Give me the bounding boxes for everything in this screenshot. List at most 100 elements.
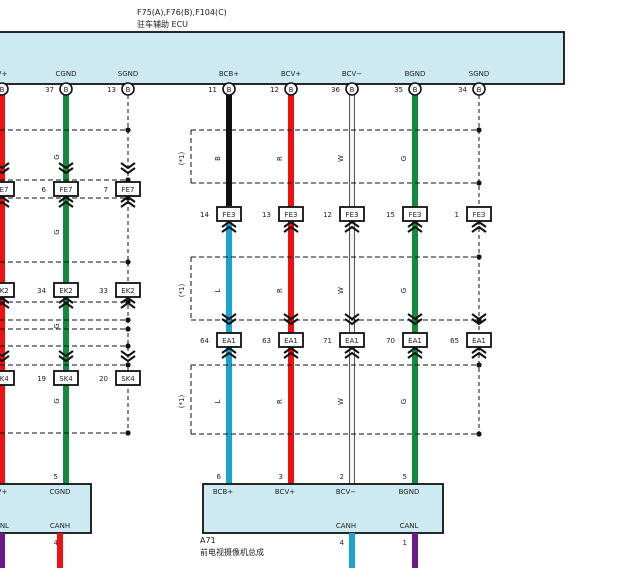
connector-ea1 [339, 332, 365, 348]
chevron-mark [120, 296, 136, 304]
chevron-mark [221, 351, 237, 359]
wire-color-letter: G [53, 154, 61, 159]
connector-ek2 [115, 282, 141, 298]
chevron-mark [471, 225, 487, 233]
camera-pin-label: BCV+ [275, 488, 295, 496]
wire-color-letter: G [53, 398, 61, 403]
junction-dot [125, 362, 131, 368]
junction-dot [125, 317, 131, 323]
chevron-mark [471, 313, 487, 321]
connector-code: EA1 [222, 337, 236, 345]
wire-color-letter: G [400, 156, 408, 161]
ecu-code-label: F75(A),F76(B),F104(C) [137, 8, 227, 17]
chevron-mark [471, 318, 487, 326]
chevron-mark [471, 346, 487, 354]
wire-color-letter: G [400, 288, 408, 293]
connector-code: FE3 [409, 211, 422, 219]
pin-circle [345, 82, 359, 96]
camera-pin-label: CANL [400, 522, 419, 530]
connector-code: FE3 [473, 211, 486, 219]
chevron-up-icon [120, 195, 136, 208]
chevron-up-icon [120, 296, 136, 309]
ecu-pin-label: BCB+ [219, 70, 239, 78]
camera-pin-label: BCV− [336, 488, 356, 496]
junction-dot [125, 127, 131, 133]
ecu-pin-label: SGND [469, 70, 490, 78]
pin-connector-letter: B [64, 86, 69, 94]
connector-pin-number: 71 [323, 337, 332, 345]
connector-fe7 [53, 181, 79, 197]
chevron-up-icon [283, 346, 299, 359]
chevron-up-icon [58, 195, 74, 208]
pin-connector-letter: B [227, 86, 232, 94]
ecu-pin-number: 35 [394, 86, 403, 94]
chevron-down-icon [58, 162, 74, 175]
pin-circle [284, 82, 298, 96]
ecu-pin-number: 36 [331, 86, 340, 94]
connector-fe3 [278, 206, 304, 222]
connector-ea1 [278, 332, 304, 348]
box-pin-label: CANH [50, 522, 70, 530]
wire-color-letter: G [53, 323, 61, 328]
chevron-mark [283, 313, 299, 321]
chevron-mark [0, 350, 10, 358]
chevron-up-icon [0, 296, 10, 309]
junction-dot [125, 430, 131, 436]
chevron-mark [120, 195, 136, 203]
connector-ek2 [0, 282, 15, 298]
chevron-mark [221, 225, 237, 233]
chevron-mark [471, 220, 487, 228]
chevron-mark [283, 318, 299, 326]
connector-sk4 [115, 370, 141, 386]
chevron-mark [221, 313, 237, 321]
connector-ek2 [53, 282, 79, 298]
connector-fe7 [115, 181, 141, 197]
ecu-pin-label: V+ [0, 70, 7, 78]
connector-code: FE3 [223, 211, 236, 219]
chevron-mark [407, 351, 423, 359]
connector-pin-number: 7 [104, 186, 108, 194]
chevron-up-icon [58, 296, 74, 309]
chevron-mark [120, 167, 136, 175]
connector-code: SK4 [59, 375, 73, 383]
chevron-mark [0, 355, 10, 363]
connector-fe3 [339, 206, 365, 222]
ecu-pin-number: 11 [208, 86, 217, 94]
chevron-mark [407, 346, 423, 354]
connector-ea1 [466, 332, 492, 348]
chevron-down-icon [283, 313, 299, 326]
chevron-up-icon [471, 346, 487, 359]
connector-ea1 [216, 332, 242, 348]
chevron-mark [120, 200, 136, 208]
connector-fe3 [466, 206, 492, 222]
chevron-up-icon [344, 220, 360, 233]
chevron-mark [120, 162, 136, 170]
chevron-mark [58, 355, 74, 363]
chevron-mark [58, 296, 74, 304]
chevron-up-icon [407, 346, 423, 359]
wire-color-letter: G [53, 229, 61, 234]
chevron-mark [407, 313, 423, 321]
pin-circle [0, 82, 9, 96]
chevron-mark [0, 162, 10, 170]
junction-dot [476, 431, 482, 437]
connector-pin-number: 65 [450, 337, 459, 345]
chevron-mark [58, 350, 74, 358]
pin-connector-letter: B [350, 86, 355, 94]
chevron-mark [344, 318, 360, 326]
chevron-mark [344, 351, 360, 359]
wire-color-letter: B [214, 156, 222, 161]
wire-color-letter: R [276, 399, 284, 404]
wire-color-letter: (*1) [178, 284, 186, 298]
wire-color-letter: W [337, 398, 345, 405]
chevron-mark [120, 350, 136, 358]
chevron-mark [0, 301, 10, 309]
camera-pin-label: CANH [336, 522, 356, 530]
connector-pin-number: 33 [99, 287, 108, 295]
connector-pin-number: 1 [455, 211, 459, 219]
connector-pin-number: 20 [99, 375, 108, 383]
ecu-pin-number: 37 [45, 86, 54, 94]
pin-circle [472, 82, 486, 96]
chevron-mark [120, 301, 136, 309]
chevron-up-icon [344, 346, 360, 359]
